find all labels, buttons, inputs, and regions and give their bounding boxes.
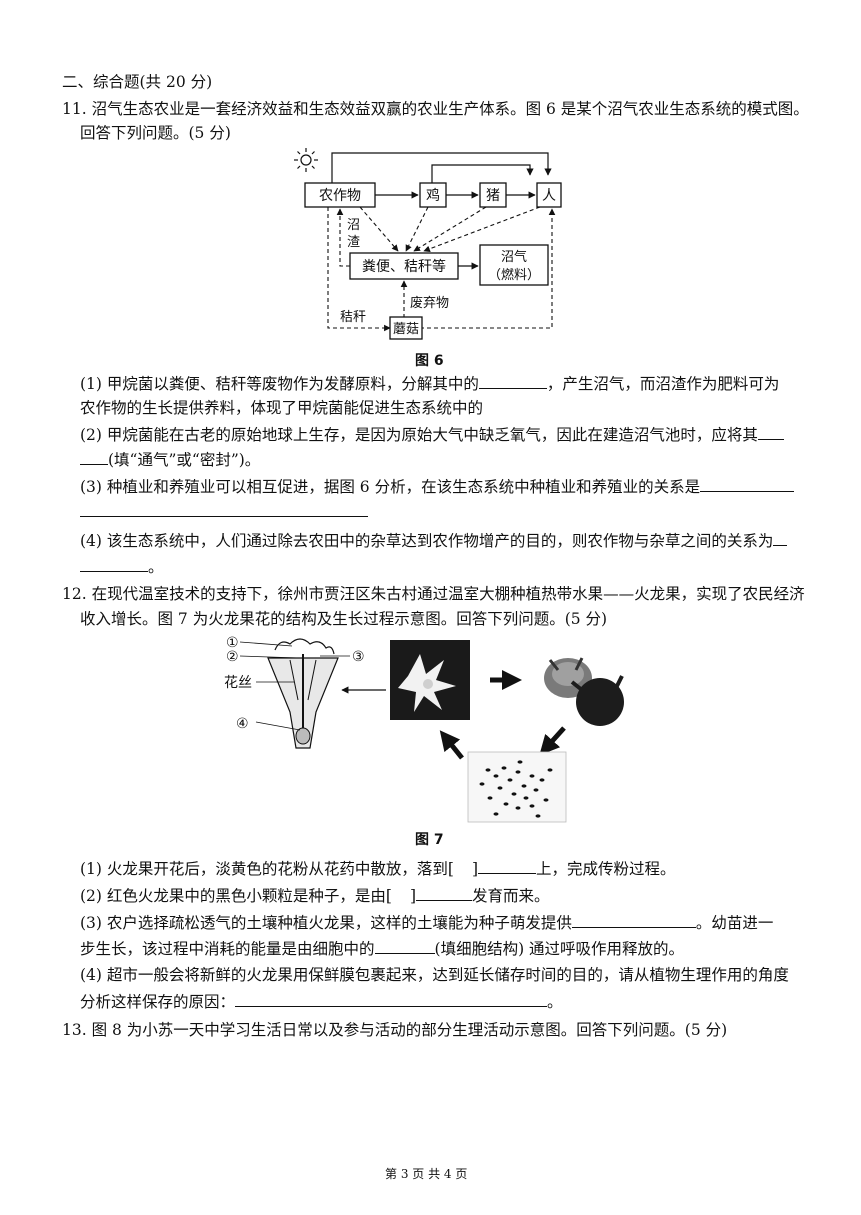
- q12-p3-text-a: (3) 农户选择疏松透气的土壤种植火龙果，这样的土壤能为种子萌发提供: [80, 914, 572, 932]
- q11-p4-period: 。: [148, 558, 164, 576]
- q12-p3-line2: 步生长，该过程中消耗的能量是由细胞中的 (填细胞结构) 通过呼吸作用释放的。: [80, 938, 684, 959]
- box-biogas-line2: （燃料）: [488, 267, 540, 283]
- box-human-label: 人: [542, 188, 556, 204]
- answer-blank[interactable]: [571, 912, 696, 928]
- answer-blank[interactable]: [478, 373, 547, 389]
- q12-p2-text-c: 发育而来。: [472, 887, 550, 905]
- box-feces: [349, 252, 459, 280]
- box-pig-label: 猪: [486, 188, 500, 204]
- flower-photo: [390, 640, 470, 720]
- q11-p2-text-b: (填“通气”或“密封”)。: [108, 451, 261, 469]
- label-n3: ③: [352, 649, 365, 665]
- box-mushroom-label: 蘑菇: [393, 322, 419, 337]
- q11-p1-line2: 农作物的生长提供养料，体现了甲烷菌能促进生态系统中的: [80, 398, 483, 418]
- answer-blank[interactable]: [374, 938, 435, 954]
- q11-p1-text-c: 农作物的生长提供养料，体现了甲烷菌能促进生态系统中的: [80, 399, 484, 417]
- section-title: 二、综合题(共 20 分): [62, 73, 213, 91]
- label-residue-2: 渣: [347, 235, 360, 250]
- label-filament: 花丝: [224, 675, 252, 691]
- page-footer: 第 3 页 共 4 页: [385, 1167, 468, 1181]
- q11-p1-line1: (1) 甲烷菌以粪便、秸秆等废物作为发酵原料，分解其中的 ，产生沼气，而沼渣作为肥…: [80, 373, 779, 394]
- q12-p3-text-b: 。幼苗进一: [695, 914, 774, 932]
- answer-blank[interactable]: [80, 501, 368, 517]
- box-feces-label: 粪便、秸秆等: [362, 258, 446, 275]
- q12-p3-text-d: (填细胞结构) 通过呼吸作用释放的。: [434, 940, 685, 958]
- answer-blank[interactable]: [416, 885, 472, 901]
- answer-blank[interactable]: [773, 530, 788, 546]
- q12-p1-text-a: (1) 火龙果开花后，淡黄色的花粉从花药中散放，落到[: [80, 860, 454, 878]
- pitaya-flower-diagram: [239, 638, 350, 749]
- q12-p4-line1: (4) 超市一般会将新鲜的火龙果用保鲜膜包裹起来，达到延长储存时间的目的，请从植…: [80, 965, 789, 985]
- label-waste: 废弃物: [410, 295, 449, 311]
- label-straw: 秸秆: [340, 310, 366, 325]
- q11-p4-text-a: (4) 该生态系统中，人们通过除去农田中的杂草达到农作物增产的目的，则农作物与杂…: [80, 532, 774, 550]
- q11-p2-line2: (填“通气”或“密封”)。: [80, 449, 260, 470]
- q12-stem-line2: 收入增长。图 7 为火龙果花的结构及生长过程示意图。回答下列问题。(5 分): [80, 610, 608, 628]
- box-biogas: [479, 244, 549, 286]
- answer-blank[interactable]: [700, 476, 795, 492]
- q12-p4-line2: 分析这样保存的原因： 。: [80, 991, 563, 1012]
- q11-p4-line2: 。: [80, 556, 164, 577]
- box-human: [536, 182, 562, 208]
- q12-stem-line1: 12. 在现代温室技术的支持下，徐州市贾汪区朱古村通过温室大棚种植热带水果——火…: [62, 585, 805, 603]
- q11-p3-line2: [80, 501, 368, 522]
- figure-7-diagram: ① ② ③ 花丝 ④: [224, 635, 624, 823]
- box-pig: [479, 182, 507, 208]
- answer-bracket-blank[interactable]: [454, 859, 472, 874]
- fruit-photo: [544, 657, 624, 726]
- label-n1: ①: [226, 635, 239, 651]
- q12-p2-text-b: ]: [409, 887, 416, 905]
- q11-stem-line1: 11. 沼气生态农业是一套经济效益和生态效益双赢的农业生产体系。图 6 是某个沼…: [62, 100, 809, 118]
- sun-icon: [294, 148, 318, 172]
- figure-6-caption: 图 6: [415, 353, 444, 369]
- q11-p4-line1: (4) 该生态系统中，人们通过除去农田中的杂草达到农作物增产的目的，则农作物与杂…: [80, 530, 788, 551]
- q11-p2-text-a: (2) 甲烷菌能在古老的原始地球上生存，是因为原始大气中缺乏氧气，因此在建造沼气…: [80, 426, 758, 444]
- q12-p4-period: 。: [547, 993, 563, 1011]
- q11-p1-text-a: (1) 甲烷菌以粪便、秸秆等废物作为发酵原料，分解其中的: [80, 375, 479, 393]
- q13-stem: 13. 图 8 为小苏一天中学习生活日常以及参与活动的部分生理活动示意图。回答下…: [62, 1021, 728, 1039]
- label-residue-1: 沼: [347, 218, 360, 233]
- figure-6-diagram: 农作物 鸡 猪 人 粪便、秸秆等 沼气 （燃料）: [294, 148, 562, 340]
- q12-p2-line: (2) 红色火龙果中的黑色小颗粒是种子，是由[] 发育而来。: [80, 885, 550, 906]
- seeds-photo: [467, 751, 567, 823]
- label-n2: ②: [226, 649, 239, 665]
- box-chicken: [419, 182, 447, 208]
- q12-p3-text-c: 步生长，该过程中消耗的能量是由细胞中的: [80, 940, 375, 958]
- answer-blank[interactable]: [80, 449, 108, 465]
- box-biogas-line1: 沼气: [501, 249, 527, 265]
- q12-p1-text-c: 上，完成传粉过程。: [536, 860, 676, 878]
- answer-blank[interactable]: [235, 991, 548, 1007]
- q11-p1-text-b: ，产生沼气，而沼渣作为肥料可为: [546, 375, 780, 393]
- box-crops-label: 农作物: [319, 188, 361, 204]
- q11-p3-line1: (3) 种植业和养殖业可以相互促进，据图 6 分析，在该生态系统中种植业和养殖业…: [80, 476, 795, 497]
- answer-blank[interactable]: [757, 424, 784, 440]
- box-chicken-label: 鸡: [426, 187, 440, 204]
- q11-stem-line2: 回答下列问题。(5 分): [80, 124, 231, 142]
- box-mushroom: [389, 316, 423, 340]
- q12-p3-line1: (3) 农户选择疏松透气的土壤种植火龙果，这样的土壤能为种子萌发提供 。幼苗进一: [80, 912, 773, 933]
- q11-p2-line1: (2) 甲烷菌能在古老的原始地球上生存，是因为原始大气中缺乏氧气，因此在建造沼气…: [80, 424, 784, 445]
- answer-bracket-blank[interactable]: [392, 886, 410, 901]
- figure-7-caption: 图 7: [415, 832, 444, 848]
- answer-blank[interactable]: [80, 556, 148, 572]
- q12-p1-line: (1) 火龙果开花后，淡黄色的花粉从花药中散放，落到[] 上，完成传粉过程。: [80, 858, 676, 879]
- box-crops: [304, 182, 376, 208]
- q12-p4-text-a: (4) 超市一般会将新鲜的火龙果用保鲜膜包裹起来，达到延长储存时间的目的，请从植…: [80, 966, 789, 984]
- answer-blank[interactable]: [478, 858, 536, 874]
- label-n4: ④: [236, 716, 249, 732]
- q12-p4-text-b: 分析这样保存的原因：: [80, 993, 236, 1011]
- q12-p1-text-b: ]: [471, 860, 478, 878]
- q11-p3-text-a: (3) 种植业和养殖业可以相互促进，据图 6 分析，在该生态系统中种植业和养殖业…: [80, 478, 701, 496]
- q12-p2-text-a: (2) 红色火龙果中的黑色小颗粒是种子，是由[: [80, 887, 392, 905]
